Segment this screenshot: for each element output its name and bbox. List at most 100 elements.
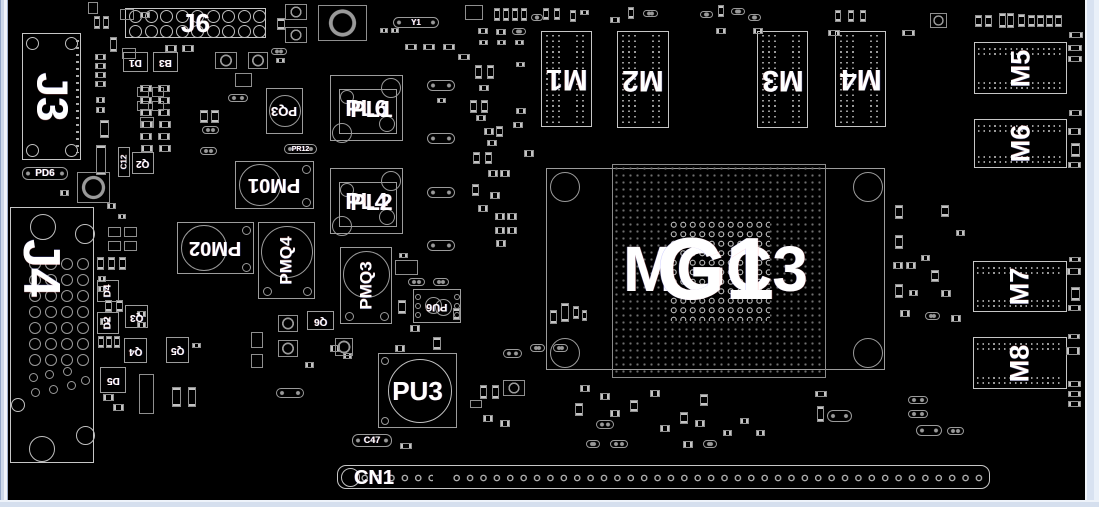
smd-part[interactable]: [680, 412, 688, 424]
smd-part[interactable]: [1046, 15, 1053, 27]
smd-part[interactable]: [113, 404, 124, 411]
smd-part[interactable]: [95, 54, 106, 60]
smd-part[interactable]: [1071, 143, 1080, 157]
smd-part[interactable]: [60, 190, 69, 196]
component-pmq3[interactable]: PMQ3: [340, 247, 392, 324]
smd-part[interactable]: [553, 344, 568, 352]
smd-part[interactable]: [1069, 32, 1083, 38]
smd-part[interactable]: [512, 8, 518, 21]
smd-part[interactable]: [398, 300, 406, 314]
smd-part[interactable]: [100, 120, 109, 138]
smd-part[interactable]: [105, 300, 112, 312]
smd-part[interactable]: [140, 133, 152, 140]
smd-part[interactable]: [399, 253, 408, 258]
smd-part[interactable]: [494, 8, 500, 21]
smd-part[interactable]: [88, 2, 98, 14]
smd-part[interactable]: [124, 241, 137, 251]
smd-part[interactable]: [485, 152, 492, 164]
smd-part[interactable]: [496, 126, 503, 137]
smd-part[interactable]: [103, 16, 109, 29]
smd-part[interactable]: [860, 10, 866, 22]
smd-part[interactable]: [94, 16, 100, 29]
smd-part[interactable]: [228, 94, 248, 102]
smd-part[interactable]: [895, 284, 903, 298]
smd-part[interactable]: [408, 278, 425, 286]
smd-part[interactable]: [507, 227, 517, 234]
component-m5[interactable]: M5: [974, 42, 1067, 94]
smd-part[interactable]: [531, 14, 543, 21]
smd-part[interactable]: [453, 308, 460, 320]
smd-part[interactable]: [200, 110, 208, 123]
smd-part[interactable]: [500, 170, 510, 177]
smd-part[interactable]: [158, 109, 170, 116]
smd-part[interactable]: [1069, 110, 1082, 116]
smd-part[interactable]: [561, 303, 569, 322]
smd-part[interactable]: [427, 80, 455, 91]
smd-part[interactable]: [521, 8, 527, 21]
smd-part[interactable]: [683, 441, 693, 448]
smd-part[interactable]: [497, 40, 506, 45]
smd-part[interactable]: [118, 214, 126, 219]
smd-part[interactable]: [276, 58, 285, 63]
component-pr12[interactable]: PR12: [284, 144, 317, 154]
smd-part[interactable]: [930, 13, 947, 28]
smd-part[interactable]: [285, 27, 307, 43]
smd-part[interactable]: [98, 336, 104, 348]
smd-part[interactable]: [478, 28, 488, 34]
smd-part[interactable]: [114, 336, 120, 348]
smd-part[interactable]: [141, 121, 153, 128]
component-m7[interactable]: M7: [973, 261, 1067, 312]
smd-part[interactable]: [1068, 305, 1081, 311]
smd-part[interactable]: [756, 430, 765, 436]
component-d5[interactable]: D5: [100, 367, 126, 393]
smd-part[interactable]: [716, 28, 726, 34]
smd-part[interactable]: [182, 45, 194, 52]
smd-part[interactable]: [423, 44, 435, 50]
smd-part[interactable]: [410, 325, 420, 332]
smd-part[interactable]: [103, 394, 114, 401]
smd-part[interactable]: [110, 37, 117, 52]
smd-part[interactable]: [472, 184, 479, 196]
smd-part[interactable]: [828, 30, 840, 36]
component-m8[interactable]: M8: [973, 337, 1067, 389]
smd-part[interactable]: [1007, 13, 1014, 28]
smd-part[interactable]: [524, 150, 534, 157]
smd-part[interactable]: [827, 410, 852, 422]
smd-part[interactable]: [941, 290, 951, 297]
component-m3[interactable]: M3: [757, 31, 808, 128]
smd-part[interactable]: [140, 85, 152, 92]
smd-part[interactable]: [723, 430, 732, 436]
smd-part[interactable]: [470, 400, 482, 408]
smd-part[interactable]: [200, 147, 217, 155]
component-m2[interactable]: M2: [617, 31, 669, 128]
component-pq3[interactable]: PQ3: [266, 88, 303, 134]
smd-part[interactable]: [108, 257, 115, 270]
smd-part[interactable]: [106, 336, 112, 348]
component-pm01[interactable]: PM01: [235, 161, 314, 209]
smd-part[interactable]: [479, 85, 489, 91]
smd-part[interactable]: [740, 418, 749, 424]
smd-part[interactable]: [516, 62, 525, 67]
smd-part[interactable]: [139, 374, 154, 414]
smd-part[interactable]: [503, 349, 522, 358]
smd-part[interactable]: [487, 140, 497, 146]
smd-part[interactable]: [276, 388, 304, 398]
smd-part[interactable]: [543, 8, 549, 20]
smd-part[interactable]: [437, 98, 446, 103]
component-j4[interactable]: J4: [10, 207, 95, 463]
smd-part[interactable]: [1068, 45, 1082, 51]
component-pu3[interactable]: PU3: [378, 353, 457, 428]
smd-part[interactable]: [496, 29, 506, 35]
smd-part[interactable]: [700, 394, 708, 406]
component-m6[interactable]: M6: [974, 119, 1067, 168]
component-c12[interactable]: C12: [118, 147, 130, 177]
smd-part[interactable]: [458, 54, 470, 60]
smd-part[interactable]: [140, 97, 152, 104]
smd-part[interactable]: [278, 315, 298, 332]
smd-part[interactable]: [1068, 381, 1081, 387]
smd-part[interactable]: [956, 230, 965, 236]
smd-part[interactable]: [98, 286, 106, 292]
smd-part[interactable]: [513, 122, 523, 128]
smd-part[interactable]: [985, 15, 992, 27]
